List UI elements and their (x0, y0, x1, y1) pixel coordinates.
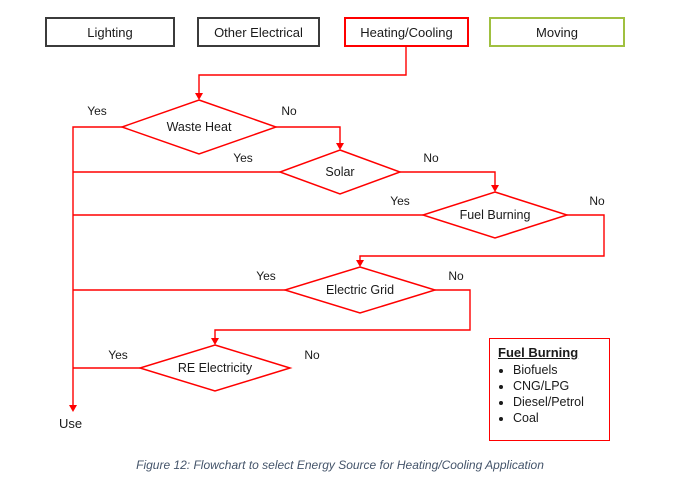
legend-box: Fuel Burning Biofuels CNG/LPG Diesel/Pet… (489, 338, 610, 441)
category-box-moving: Moving (489, 17, 625, 47)
arrowhead-use (69, 405, 77, 412)
solar-diamond (277, 149, 403, 195)
connector-fuelburning-no (359, 214, 605, 260)
legend-item: Biofuels (513, 363, 601, 377)
fuel-burning-diamond (420, 191, 570, 239)
connector-heatingcooling-wasteheat (198, 47, 407, 93)
legend-list: Biofuels CNG/LPG Diesel/Petrol Coal (498, 363, 601, 425)
waste-heat-yes-label: Yes (87, 104, 107, 118)
re-electricity-label: RE Electricity (177, 361, 253, 375)
connector-yes-rail (72, 126, 122, 405)
connectors (72, 47, 605, 405)
legend-title: Fuel Burning (498, 345, 579, 360)
electric-grid-label: Electric Grid (325, 283, 395, 297)
re-electricity-no-label: No (304, 348, 320, 362)
fuel-burning-yes-label: Yes (390, 194, 410, 208)
fuel-burning-no-label: No (589, 194, 605, 208)
decision-diamonds (119, 99, 570, 392)
figure-caption: Figure 12: Flowchart to select Energy So… (136, 458, 544, 472)
electric-grid-yes-label: Yes (256, 269, 276, 283)
waste-heat-no-label: No (281, 104, 297, 118)
category-box-heating-cooling: Heating/Cooling (344, 17, 469, 47)
category-box-lighting: Lighting (45, 17, 175, 47)
solar-no-label: No (423, 151, 439, 165)
waste-heat-label: Waste Heat (166, 120, 232, 134)
arrowhead-solar (336, 143, 344, 150)
category-box-other-electrical: Other Electrical (197, 17, 320, 47)
arrowhead-fuel-burning (491, 185, 499, 192)
fuel-burning-label: Fuel Burning (459, 208, 531, 222)
electric-grid-diamond (282, 266, 438, 314)
solar-yes-label: Yes (233, 151, 253, 165)
connector-wasteheat-no (276, 126, 341, 143)
arrowheads (69, 93, 499, 412)
arrowhead-waste-heat (195, 93, 203, 100)
connector-electricgrid-no (214, 289, 471, 338)
electric-grid-no-label: No (448, 269, 464, 283)
solar-label: Solar (325, 165, 355, 179)
legend-item: Coal (513, 411, 601, 425)
re-electricity-yes-label: Yes (108, 348, 128, 362)
arrowhead-electric-grid (356, 260, 364, 267)
use-terminal-label: Use (59, 416, 83, 431)
connector-solar-no (400, 171, 496, 185)
legend-item: Diesel/Petrol (513, 395, 601, 409)
waste-heat-diamond (119, 99, 279, 155)
arrowhead-re-electricity (211, 338, 219, 345)
legend-item: CNG/LPG (513, 379, 601, 393)
re-electricity-diamond (137, 344, 293, 392)
